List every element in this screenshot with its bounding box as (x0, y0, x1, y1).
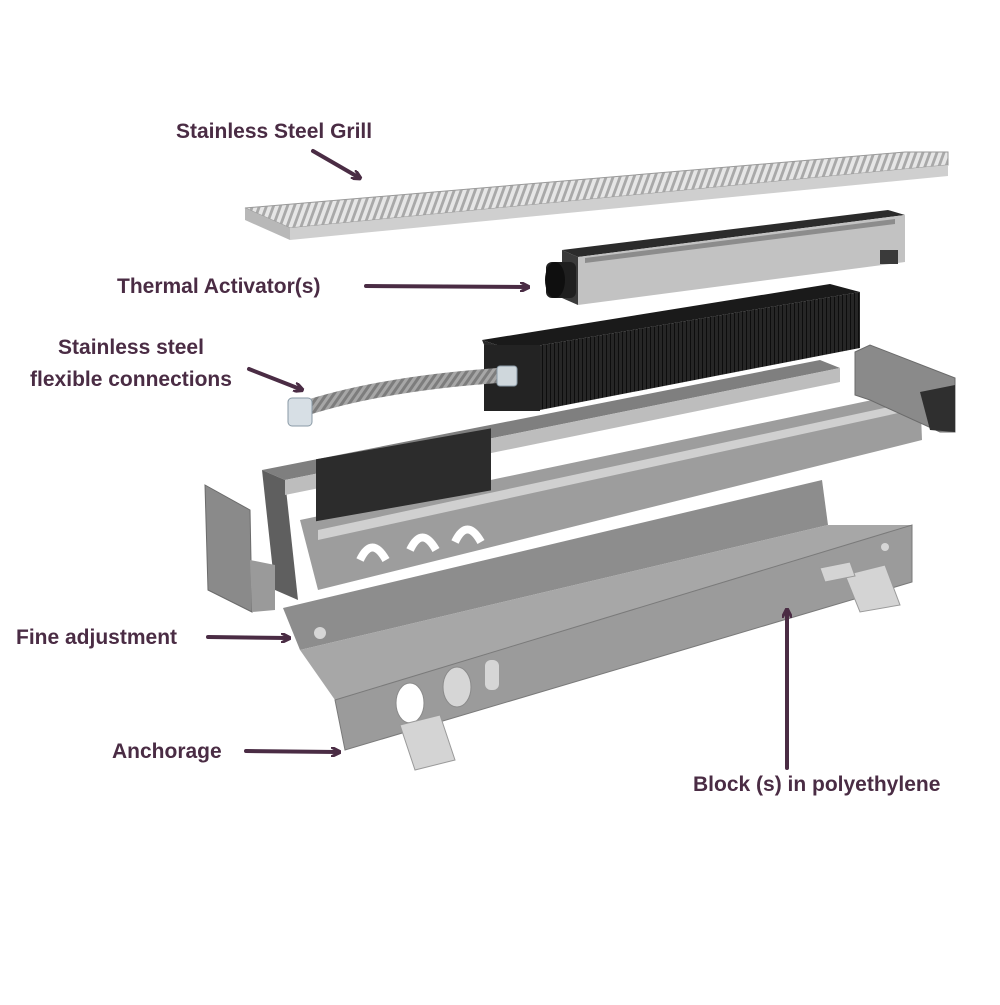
arrow-grill (311, 149, 358, 177)
end-plate-right (854, 344, 956, 433)
thermal-activator (545, 210, 905, 305)
arrow-activator (364, 286, 526, 287)
inner-tray (262, 360, 922, 600)
label-anchorage: Anchorage (112, 740, 222, 763)
arrow-fine-adjustment (206, 637, 287, 638)
arrow-anchorage (244, 751, 337, 752)
label-fine-adjustment: Fine adjustment (16, 626, 178, 649)
end-plate-left (204, 484, 275, 613)
outer-housing (283, 480, 913, 751)
arrow-flex (247, 367, 300, 389)
label-block: Block (s) in polyethylene (693, 773, 941, 796)
label-flexible-line2: flexible connections (30, 368, 232, 391)
label-arrows (206, 149, 787, 770)
label-thermal-activator: Thermal Activator(s) (117, 275, 321, 298)
anchorage-brackets (399, 561, 901, 771)
label-flexible-connections: Stainless steel flexible connections (12, 335, 250, 393)
stainless-steel-grill (244, 151, 949, 240)
label-grill: Stainless Steel Grill (176, 120, 373, 143)
label-flexible-line1: Stainless steel (58, 336, 204, 359)
flexible-connection (287, 365, 518, 427)
